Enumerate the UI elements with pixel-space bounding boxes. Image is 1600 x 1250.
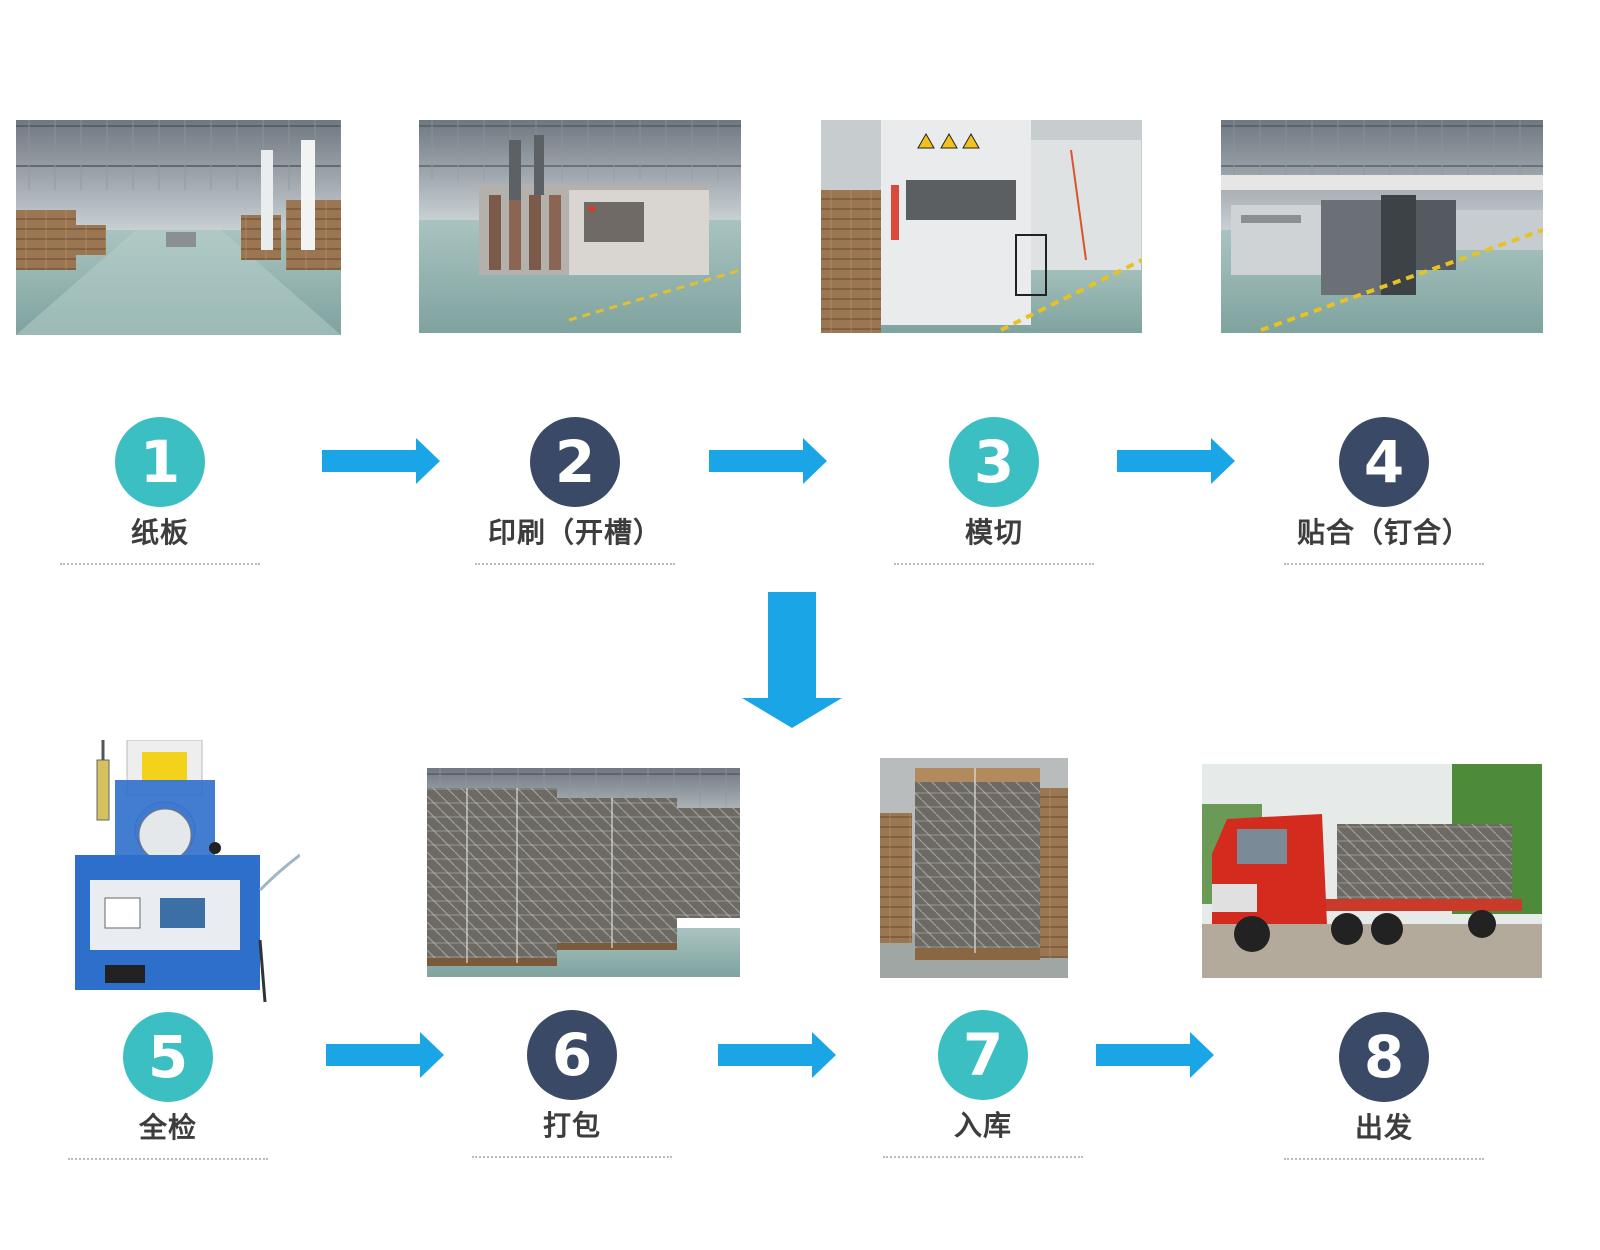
step-4: 4 贴合（钉合）	[1274, 417, 1494, 565]
laminating-machine-photo	[1221, 120, 1543, 333]
truck-photo	[1202, 764, 1542, 978]
arrow-down-icon	[742, 592, 842, 728]
step-number-badge: 3	[949, 417, 1039, 507]
arrow-right-icon	[1096, 1032, 1214, 1078]
step-label: 贴合（钉合）	[1296, 516, 1471, 549]
dotted-divider	[1284, 1158, 1484, 1160]
step-5: 5 全检	[58, 1012, 278, 1160]
step-label: 模切	[964, 516, 1023, 549]
dotted-divider	[883, 1156, 1083, 1158]
arrow-right-icon	[709, 438, 827, 484]
step-label: 打包	[542, 1109, 601, 1142]
dotted-divider	[68, 1158, 268, 1160]
step-label: 全检	[138, 1111, 197, 1144]
dotted-divider	[60, 563, 260, 565]
step-label: 入库	[953, 1109, 1012, 1142]
arrow-right-icon	[1117, 438, 1235, 484]
step-6: 6 打包	[462, 1010, 682, 1158]
warehouse-photo	[16, 120, 341, 335]
step-number-badge: 2	[530, 417, 620, 507]
dotted-divider	[475, 563, 675, 565]
step-label: 出发	[1354, 1111, 1413, 1144]
step-number-badge: 5	[123, 1012, 213, 1102]
step-label: 印刷（开槽）	[487, 516, 662, 549]
step-label: 纸板	[130, 516, 189, 549]
packed-pallets-photo	[427, 768, 740, 977]
stored-pallet-photo	[880, 758, 1068, 978]
arrow-right-icon	[718, 1032, 836, 1078]
step-number-badge: 1	[115, 417, 205, 507]
step-number-badge: 7	[938, 1010, 1028, 1100]
step-2: 2 印刷（开槽）	[465, 417, 685, 565]
printing-machine-photo	[419, 120, 741, 333]
step-3: 3 模切	[884, 417, 1104, 565]
dotted-divider	[1284, 563, 1484, 565]
step-1: 1 纸板	[50, 417, 270, 565]
die-cutting-photo	[821, 120, 1142, 333]
dotted-divider	[472, 1156, 672, 1158]
step-7: 7 入库	[873, 1010, 1093, 1158]
arrow-right-icon	[326, 1032, 444, 1078]
step-number-badge: 8	[1339, 1012, 1429, 1102]
step-number-badge: 4	[1339, 417, 1429, 507]
step-8: 8 出发	[1274, 1012, 1494, 1160]
arrow-right-icon	[322, 438, 440, 484]
step-number-badge: 6	[527, 1010, 617, 1100]
dotted-divider	[894, 563, 1094, 565]
burst-tester-photo	[75, 740, 300, 1005]
